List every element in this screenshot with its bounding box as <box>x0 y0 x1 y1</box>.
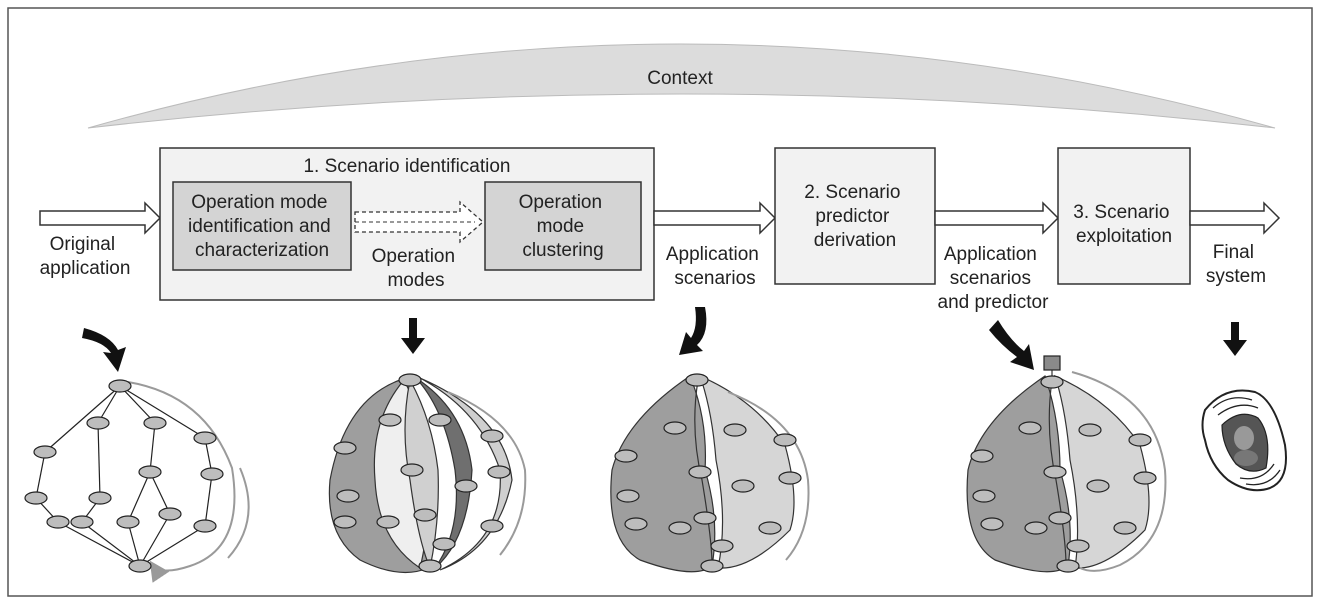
input-arrow <box>39 201 162 235</box>
output-arrow <box>1189 201 1281 235</box>
context-label: Context <box>647 68 713 89</box>
straight-down-arrow-5 <box>1223 322 1247 356</box>
straight-down-arrow-2 <box>401 318 425 354</box>
graph-original-application <box>24 379 250 583</box>
operation-mode-characterization-box <box>172 181 352 271</box>
operation-modes-label: Operation modes <box>372 246 461 291</box>
original-application-label: Original application <box>40 234 131 279</box>
curved-down-arrow-4 <box>989 320 1034 370</box>
stage1-title: 1. Scenario identification <box>303 156 510 177</box>
arrow-stage2-to-stage3 <box>934 201 1060 235</box>
arrow-stage1-to-stage2 <box>653 201 777 235</box>
context-arc <box>87 43 1276 129</box>
application-scenarios-and-predictor-label: Application scenarios and predictor <box>938 244 1050 313</box>
down-arrows <box>82 307 1247 372</box>
application-scenarios-label: Application scenarios <box>666 244 764 289</box>
graph-application-scenarios <box>610 373 810 573</box>
stage3-label: 3. Scenario exploitation <box>1073 202 1174 247</box>
graph-scenarios-with-predictor <box>966 355 1167 573</box>
predictor-square <box>1043 355 1061 371</box>
stage2-label: 2. Scenario predictor derivation <box>804 182 905 251</box>
operation-mode-clustering-box <box>484 181 642 271</box>
curved-down-arrow-3 <box>679 307 707 355</box>
graph-operation-modes <box>328 373 527 574</box>
operation-mode-clustering-label: Operation mode clustering <box>519 192 608 261</box>
final-device-picture <box>1201 389 1287 492</box>
stage2-box <box>774 147 936 285</box>
stage3-box <box>1057 147 1191 285</box>
operation-mode-characterization-label: Operation mode identification and charac… <box>188 192 336 261</box>
curved-down-arrow-1 <box>82 328 126 372</box>
figure-frame <box>7 7 1313 597</box>
final-system-label: Final system <box>1206 242 1266 287</box>
